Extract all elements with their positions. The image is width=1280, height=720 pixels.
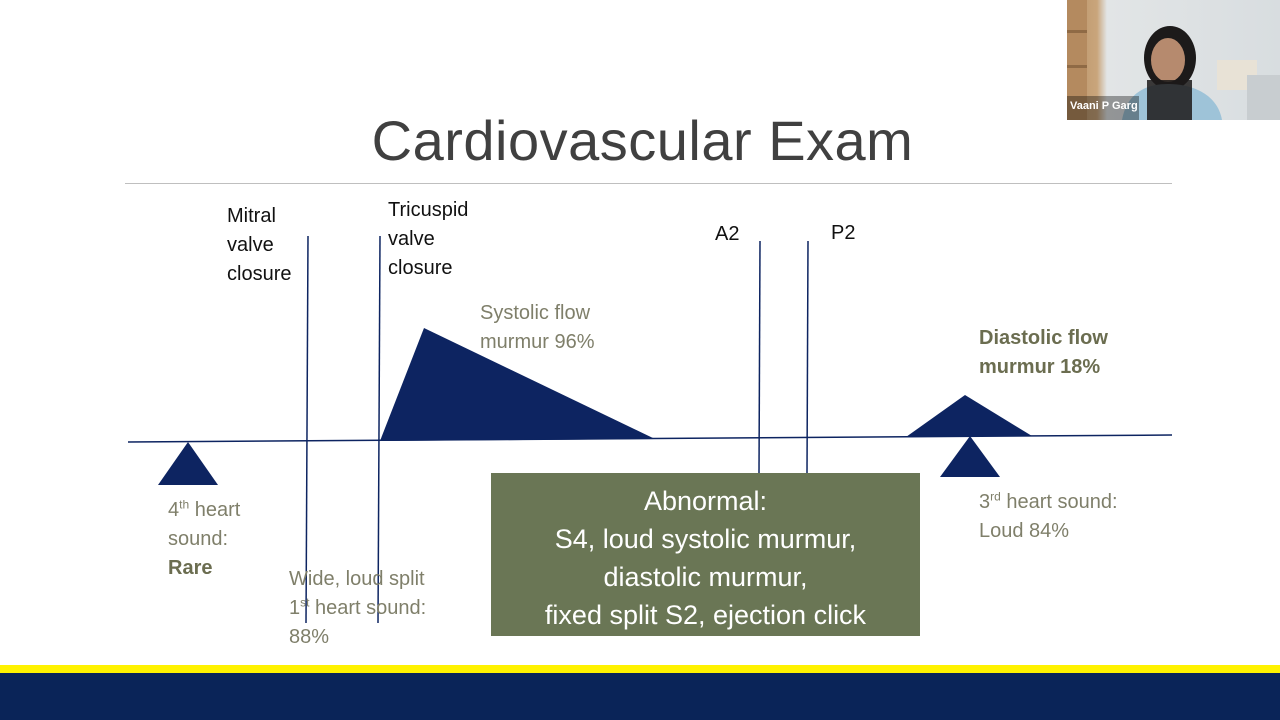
slide-title: Cardiovascular Exam — [371, 109, 914, 172]
participant-name: Vaani P Garg — [1070, 100, 1138, 112]
footer-band — [0, 673, 1280, 720]
tricuspid-closure-line — [377, 235, 381, 624]
fourth-heart-sound-label: 4th heart sound: Rare — [168, 497, 241, 579]
a2-label: A2 — [715, 223, 740, 245]
a2-line — [758, 240, 761, 474]
footer-accent-band — [0, 665, 1280, 673]
participant-video-tile[interactable] — [1067, 0, 1280, 120]
abnormal-findings-box: Abnormal: S4, loud systolic murmur, dias… — [491, 473, 920, 636]
third-heart-sound-label: 3rd heart sound: Loud 84% — [979, 489, 1118, 542]
participant-video-image — [1067, 0, 1280, 120]
abnormal-line: S4, loud systolic murmur, — [554, 524, 857, 554]
mitral-closure-line — [305, 235, 309, 624]
p2-line — [806, 240, 809, 474]
abnormal-line: diastolic murmur, — [603, 562, 808, 592]
third-heart-sound-marker — [940, 436, 1000, 477]
p2-label: P2 — [831, 222, 856, 244]
diastolic-murmur-shape — [906, 395, 1032, 437]
systolic-murmur-shape — [380, 328, 655, 441]
fourth-heart-sound-marker — [158, 442, 218, 485]
abnormal-line: Abnormal: — [643, 486, 768, 516]
abnormal-line: fixed split S2, ejection click — [544, 600, 867, 630]
first-heart-sound-label: Wide, loud split 1st heart sound: 88% — [289, 568, 427, 648]
title-divider — [125, 183, 1172, 184]
